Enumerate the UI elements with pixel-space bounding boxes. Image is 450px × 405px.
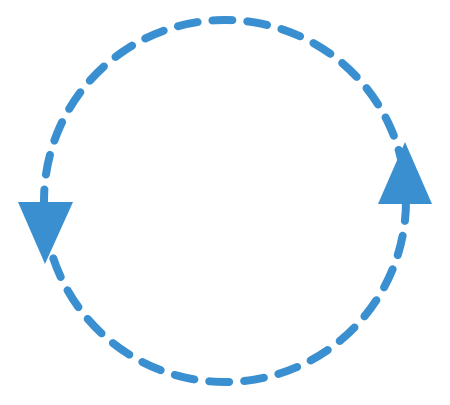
dashed-cycle-ring xyxy=(40,16,410,386)
right-arrow-up-icon xyxy=(378,142,432,204)
left-arrow-down-icon xyxy=(18,202,73,264)
